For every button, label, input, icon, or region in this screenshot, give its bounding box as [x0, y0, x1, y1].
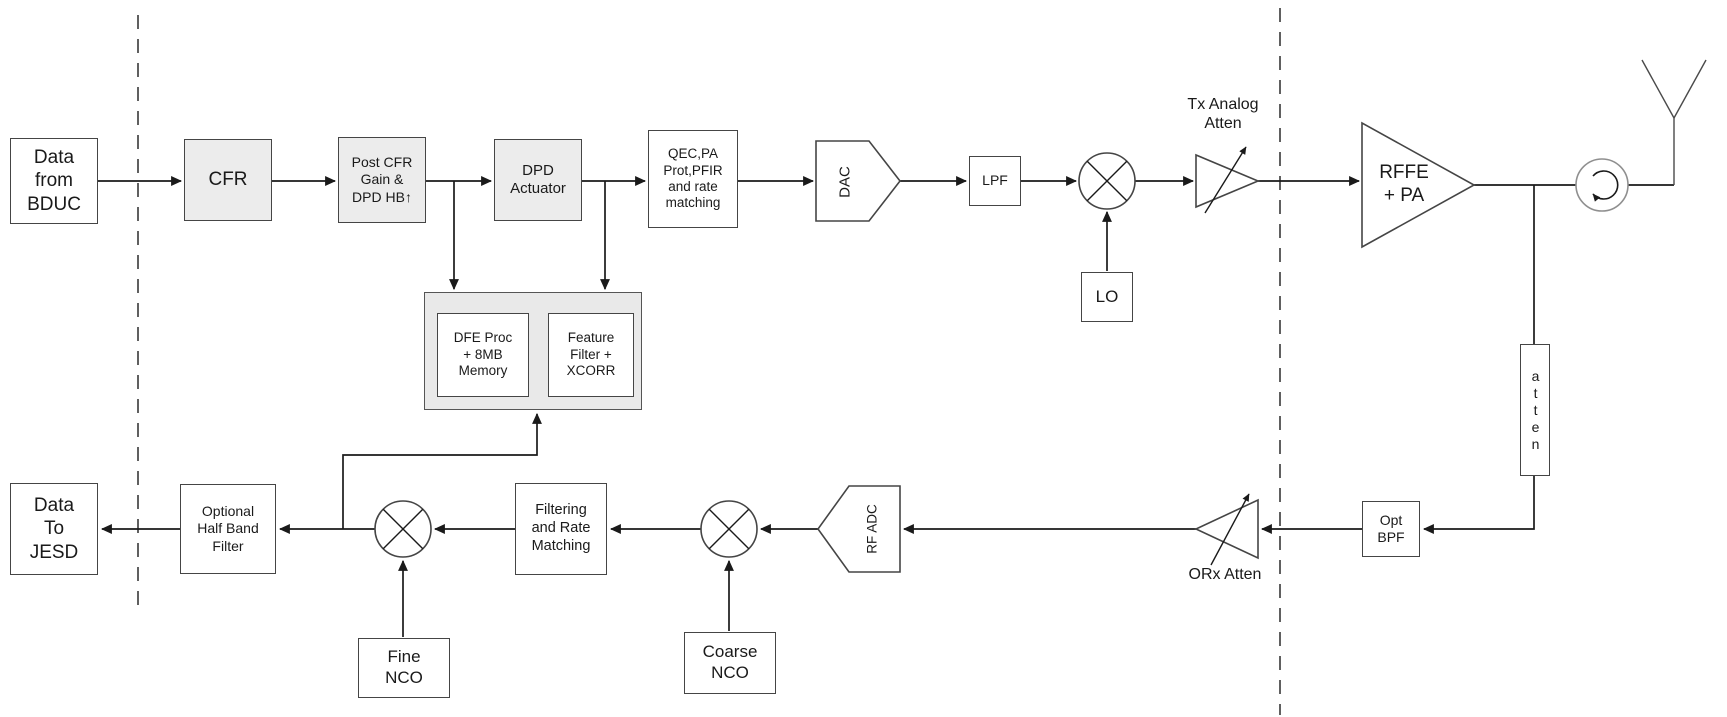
rffe-pa-label: RFFE + PA — [1379, 162, 1429, 206]
tx-analog-atten-label: Tx Analog Atten — [1187, 96, 1259, 133]
lo-box: LO — [1081, 272, 1133, 322]
feedback-path — [1422, 185, 1535, 534]
orx-fine-mixer-icon — [374, 500, 432, 558]
qec-box: QEC,PA Prot,PFIR and rate matching — [648, 130, 738, 228]
orx-atten-amp-icon — [1194, 493, 1259, 566]
tx-mixer-icon — [1078, 152, 1136, 210]
atten-box: atten — [1520, 344, 1550, 476]
orx-coarse-mixer-icon — [700, 500, 758, 558]
dac-label: DAC — [837, 166, 854, 198]
connectors — [98, 176, 1674, 637]
feature-filter-box: Feature Filter + XCORR — [548, 313, 634, 397]
dfe-proc-box: DFE Proc + 8MB Memory — [437, 313, 529, 397]
opt-bpf-box: Opt BPF — [1362, 501, 1420, 557]
rf-adc-shape — [817, 485, 901, 573]
antenna-icon — [1641, 59, 1707, 185]
post-cfr-box: Post CFR Gain & DPD HB↑ — [338, 137, 426, 223]
dac-shape — [815, 140, 902, 222]
data-to-jesd-box: Data To JESD — [10, 483, 98, 575]
rf-adc-label: RF ADC — [865, 504, 880, 554]
orx-atten-label: ORx Atten — [1188, 566, 1262, 583]
shape-labels: DAC RF ADC — [837, 166, 880, 554]
optional-half-band-box: Optional Half Band Filter — [180, 484, 276, 574]
tap-orx-dfe — [342, 412, 542, 529]
fine-nco-box: Fine NCO — [358, 638, 450, 698]
circulator-icon — [1575, 158, 1629, 212]
filtering-rate-matching-box: Filtering and Rate Matching — [515, 483, 607, 575]
data-from-bduc-box: Data from BDUC — [10, 138, 98, 224]
rffe-pa-triangle — [1361, 121, 1476, 249]
tx-atten-amp-icon — [1195, 146, 1261, 214]
lpf-box: LPF — [969, 156, 1021, 206]
dpd-actuator-box: DPD Actuator — [494, 139, 582, 221]
shapes — [374, 59, 1707, 573]
cfr-box: CFR — [184, 139, 272, 221]
coarse-nco-box: Coarse NCO — [684, 632, 776, 694]
